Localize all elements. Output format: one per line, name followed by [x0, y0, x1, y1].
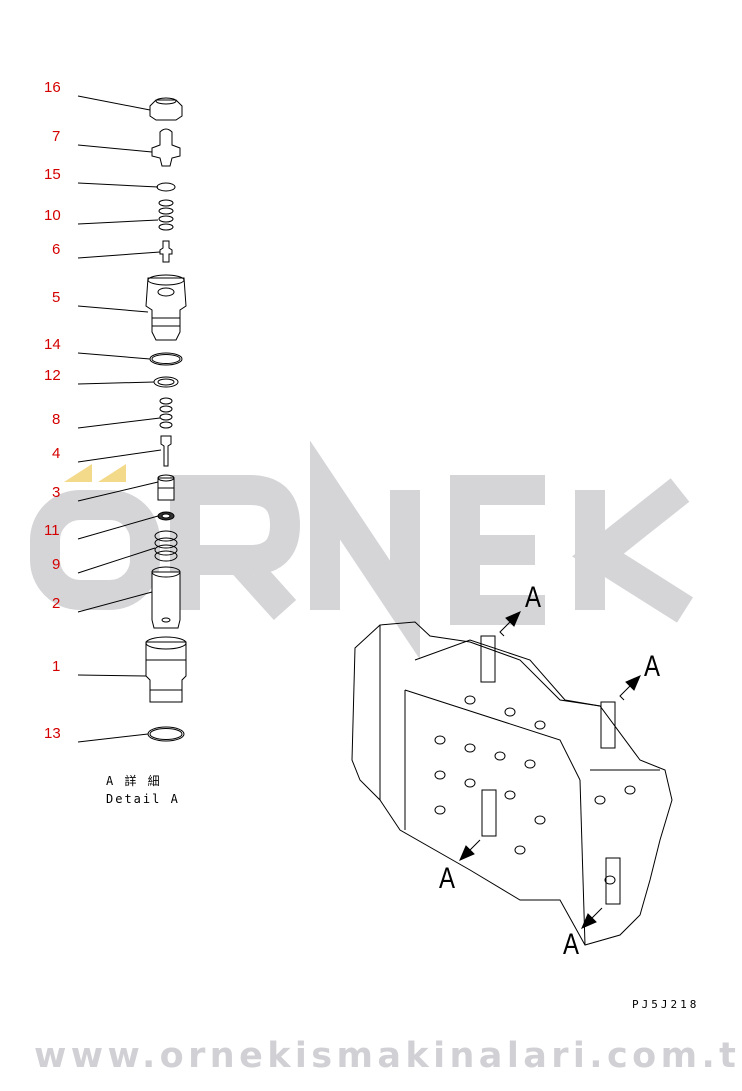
leader-line — [77, 352, 151, 360]
part-label-14: 14 — [44, 336, 61, 353]
port-hole — [534, 815, 546, 825]
port-hole — [434, 770, 446, 780]
leader-line — [77, 515, 159, 540]
view-label-a: A — [644, 650, 661, 683]
port-hole — [534, 720, 546, 730]
port-hole — [434, 735, 446, 745]
leader-line — [77, 95, 151, 111]
leader-line — [77, 547, 156, 574]
port-hole — [594, 795, 606, 805]
part-label-9: 9 — [52, 556, 61, 573]
port-hole — [464, 778, 476, 788]
part-label-11: 11 — [44, 522, 60, 539]
watermark-chevron — [64, 464, 92, 482]
part-label-16: 16 — [44, 79, 61, 96]
port-hole — [504, 790, 516, 800]
port-hole — [504, 707, 516, 717]
leader-line — [77, 251, 161, 259]
leader-line — [77, 481, 159, 502]
part-label-15: 15 — [44, 166, 61, 183]
part-label-3: 3 — [52, 484, 61, 501]
caption-detail-a: Detail A — [106, 792, 180, 806]
port-hole — [624, 785, 636, 795]
view-label-a: A — [439, 862, 456, 895]
leader-line — [77, 417, 161, 429]
port-hole — [604, 875, 616, 885]
leader-line — [77, 591, 153, 613]
view-label-a: A — [563, 928, 580, 961]
part-label-2: 2 — [52, 595, 61, 612]
part-label-13: 13 — [44, 725, 61, 742]
part-label-8: 8 — [52, 411, 61, 428]
leader-lines — [77, 95, 162, 743]
leader-line — [77, 182, 159, 188]
control-valve-assembly — [351, 611, 673, 946]
part-label-6: 6 — [52, 241, 61, 258]
port-hole — [434, 805, 446, 815]
leader-line — [77, 674, 147, 677]
part-label-7: 7 — [52, 128, 61, 145]
parts-stack — [145, 97, 187, 742]
port-hole — [464, 743, 476, 753]
port-hole — [514, 845, 526, 855]
part-label-12: 12 — [44, 367, 61, 384]
watermark-chevron — [98, 464, 126, 482]
leader-line — [77, 305, 149, 313]
leader-line — [77, 144, 153, 153]
view-label-a: A — [525, 581, 542, 614]
part-label-5: 5 — [52, 289, 61, 306]
port-hole — [494, 751, 506, 761]
caption-japanese: A 詳 細 — [106, 774, 162, 788]
port-hole — [464, 695, 476, 705]
port-hole — [524, 759, 536, 769]
leader-line — [77, 733, 149, 743]
leader-line — [77, 381, 155, 385]
part-label-1: 1 — [52, 658, 61, 675]
part-label-10: 10 — [44, 207, 61, 224]
leader-line — [77, 219, 159, 225]
drawing-code: PJ5J218 — [632, 998, 700, 1011]
watermark-url: www.ornekismakinalari.com.tr — [34, 1036, 742, 1076]
part-label-4: 4 — [52, 445, 61, 462]
leader-line — [77, 449, 162, 463]
